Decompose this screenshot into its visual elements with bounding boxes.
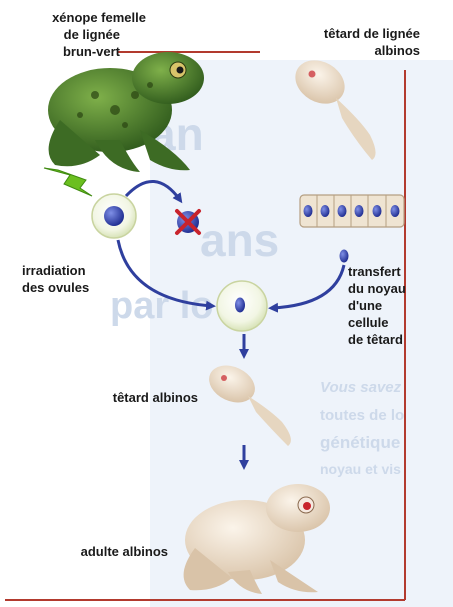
label-transfer: d'une <box>348 298 382 313</box>
destroyed-nucleus-icon <box>177 211 199 233</box>
label-transfer: cellule <box>348 315 388 330</box>
background-text: toutes de lo <box>320 407 404 424</box>
tadpole-cells-illustration <box>300 195 404 227</box>
reconstituted-egg-illustration <box>217 281 267 331</box>
label-tadpole-line: têtard de lignée <box>324 26 420 41</box>
label-transfer: de têtard <box>348 332 403 347</box>
transferred-nucleus-icon <box>340 250 349 263</box>
label-tadpole-albino: têtard albinos <box>113 390 198 405</box>
label-female: brun-vert <box>63 44 121 59</box>
label-transfer: transfert <box>348 264 401 279</box>
label-irradiation: irradiation <box>22 263 86 278</box>
label-adult-albino: adulte albinos <box>81 544 168 559</box>
label-female: de lignée <box>64 27 120 42</box>
label-irradiation: des ovules <box>22 280 89 295</box>
background-text: noyau et vis <box>320 461 401 477</box>
label-female: xénope femelle <box>52 10 146 25</box>
background-text: Vous savez <box>320 379 402 396</box>
egg-illustration <box>92 194 136 238</box>
label-transfer: du noyau <box>348 281 406 296</box>
background-text: génétique <box>320 433 400 452</box>
label-tadpole-line: albinos <box>374 43 420 58</box>
background-text: ans <box>200 214 279 266</box>
